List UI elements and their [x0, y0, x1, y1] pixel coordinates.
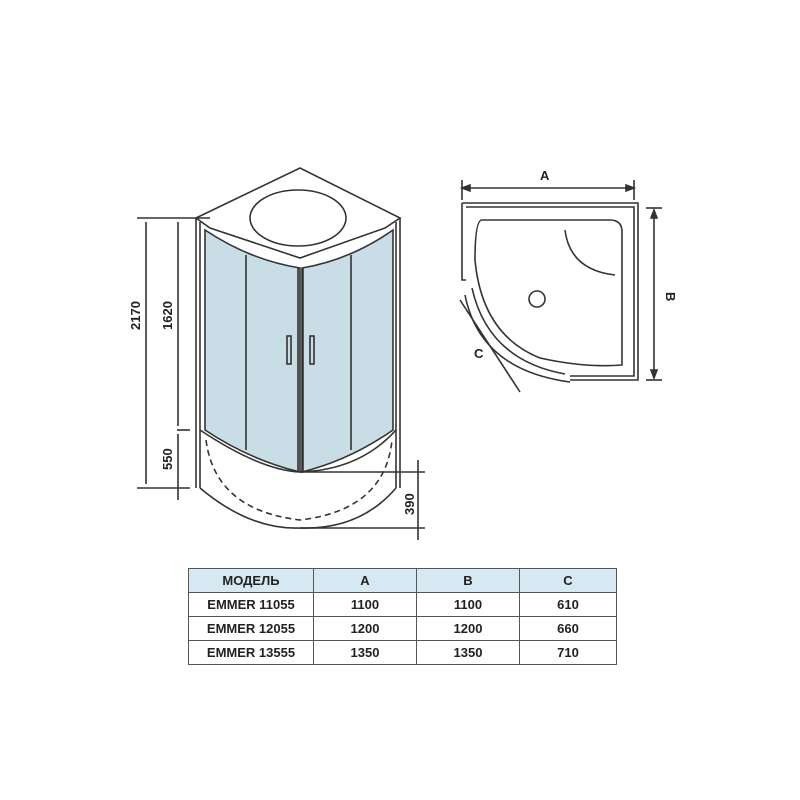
header-a: A: [313, 568, 417, 593]
cell-model: EMMER 12055: [188, 616, 314, 641]
cell-model: EMMER 13555: [188, 640, 314, 665]
svg-text:B: B: [663, 292, 678, 301]
svg-text:390: 390: [402, 493, 417, 515]
header-b: B: [416, 568, 520, 593]
cell-b: 1200: [416, 616, 520, 641]
cell-model: EMMER 11055: [188, 592, 314, 617]
cell-c: 710: [519, 640, 617, 665]
cell-a: 1200: [313, 616, 417, 641]
table-row: EMMER 11055 1100 1100 610: [188, 592, 617, 617]
header-model: МОДЕЛЬ: [188, 568, 314, 593]
svg-text:C: C: [474, 346, 484, 361]
table-header-row: МОДЕЛЬ A B C: [188, 568, 617, 593]
table-row: EMMER 13555 1350 1350 710: [188, 640, 617, 665]
cell-b: 1350: [416, 640, 520, 665]
cell-a: 1100: [313, 592, 417, 617]
table-row: EMMER 12055 1200 1200 660: [188, 616, 617, 641]
model-dimensions-table: МОДЕЛЬ A B C EMMER 11055 1100 1100 610 E…: [188, 568, 617, 665]
svg-text:1620: 1620: [160, 301, 175, 330]
cell-a: 1350: [313, 640, 417, 665]
cell-c: 660: [519, 616, 617, 641]
header-c: C: [519, 568, 617, 593]
cell-c: 610: [519, 592, 617, 617]
cell-b: 1100: [416, 592, 520, 617]
svg-text:550: 550: [160, 448, 175, 470]
svg-text:A: A: [540, 168, 550, 183]
svg-text:2170: 2170: [128, 301, 143, 330]
